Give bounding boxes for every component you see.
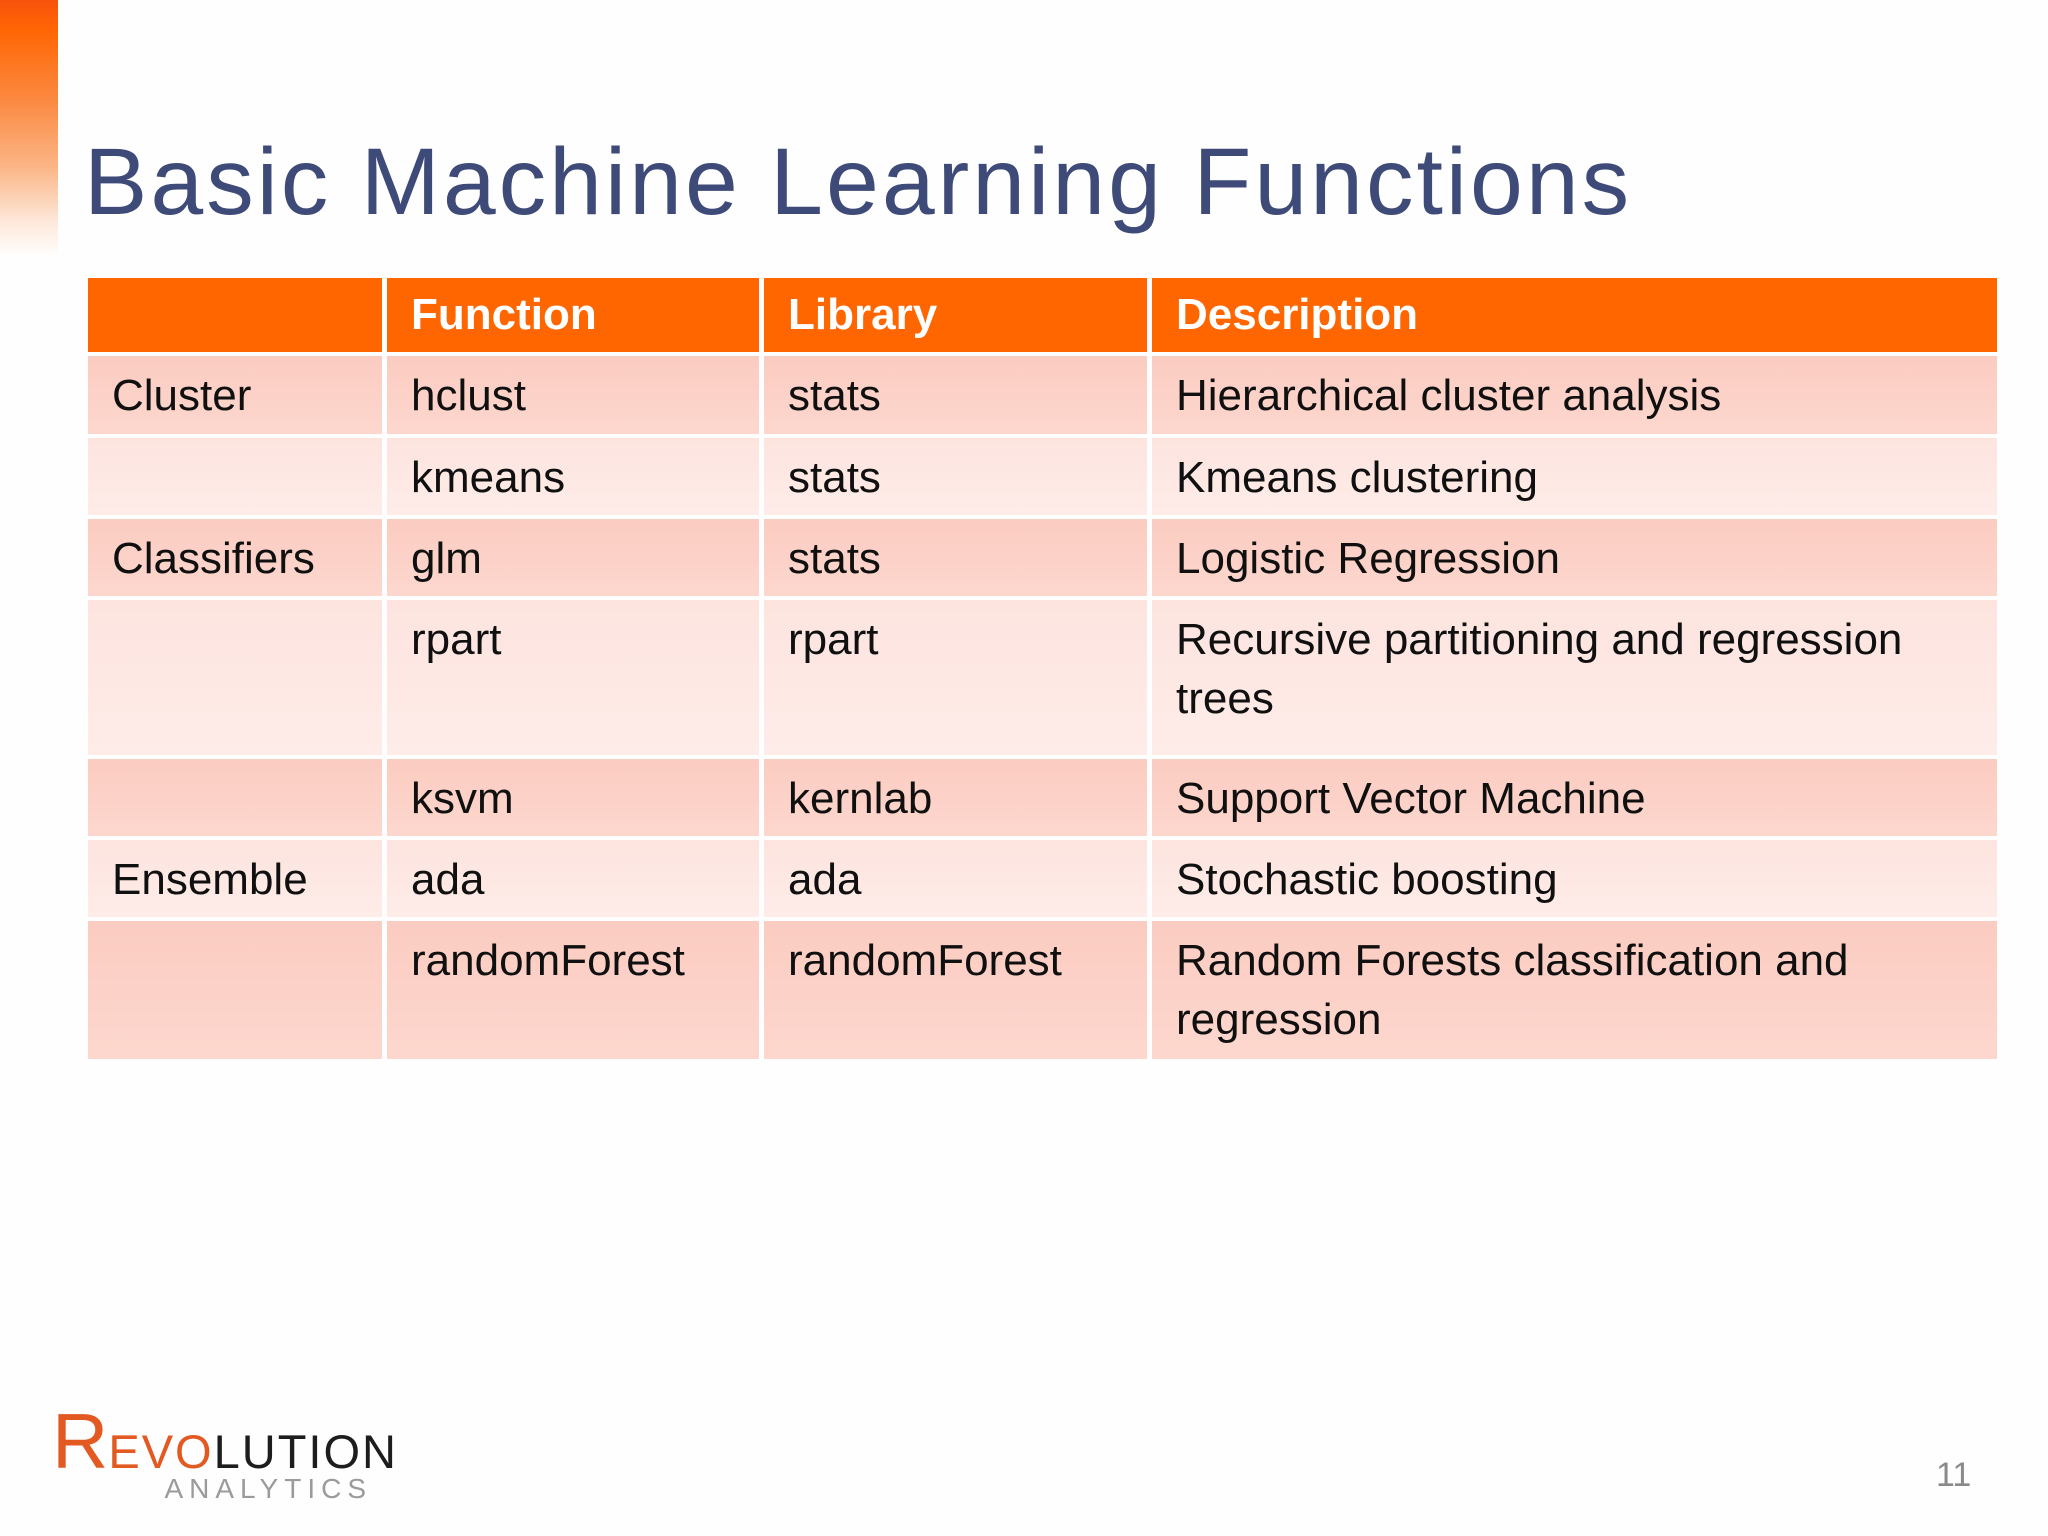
- category-cell: Cluster: [88, 356, 382, 434]
- category-cell: [88, 600, 382, 755]
- library-cell: stats: [764, 356, 1147, 434]
- function-cell: hclust: [387, 356, 759, 434]
- ml-functions-table: Function Library Description Cluster hcl…: [88, 278, 1997, 1059]
- library-cell: kernlab: [764, 759, 1147, 836]
- function-cell: ada: [387, 840, 759, 917]
- column-header-function: Function: [387, 278, 759, 352]
- library-cell: randomForest: [764, 921, 1147, 1059]
- description-cell: Hierarchical cluster analysis: [1152, 356, 1997, 434]
- function-cell: randomForest: [387, 921, 759, 1059]
- logo-text-analytics: ANALYTICS: [164, 1473, 372, 1504]
- function-cell: rpart: [387, 600, 759, 755]
- category-cell: Ensemble: [88, 840, 382, 917]
- page-number: 11: [1936, 1456, 1972, 1494]
- category-cell: [88, 921, 382, 1059]
- library-cell: stats: [764, 519, 1147, 596]
- category-cell: [88, 438, 382, 515]
- page-title: Basic Machine Learning Functions: [84, 129, 1633, 235]
- logo-text-lution: LUTION: [213, 1425, 398, 1478]
- library-cell: ada: [764, 840, 1147, 917]
- column-header-category: [88, 278, 382, 352]
- logo-text-evo: EVO: [108, 1425, 214, 1478]
- function-cell: glm: [387, 519, 759, 596]
- column-header-description: Description: [1152, 278, 1997, 352]
- description-cell: Kmeans clustering: [1152, 438, 1997, 515]
- function-cell: ksvm: [387, 759, 759, 836]
- category-cell: [88, 759, 382, 836]
- description-cell: Logistic Regression: [1152, 519, 1997, 596]
- logo-letter-r: R: [52, 1397, 109, 1485]
- description-cell: Random Forests classification and regres…: [1152, 921, 1997, 1059]
- description-cell: Recursive partitioning and regression tr…: [1152, 600, 1997, 755]
- library-cell: stats: [764, 438, 1147, 515]
- accent-gradient-bar: [0, 0, 58, 258]
- library-cell: rpart: [764, 600, 1147, 755]
- column-header-library: Library: [764, 278, 1147, 352]
- function-cell: kmeans: [387, 438, 759, 515]
- description-cell: Support Vector Machine: [1152, 759, 1997, 836]
- category-cell: Classifiers: [88, 519, 382, 596]
- description-cell: Stochastic boosting: [1152, 840, 1997, 917]
